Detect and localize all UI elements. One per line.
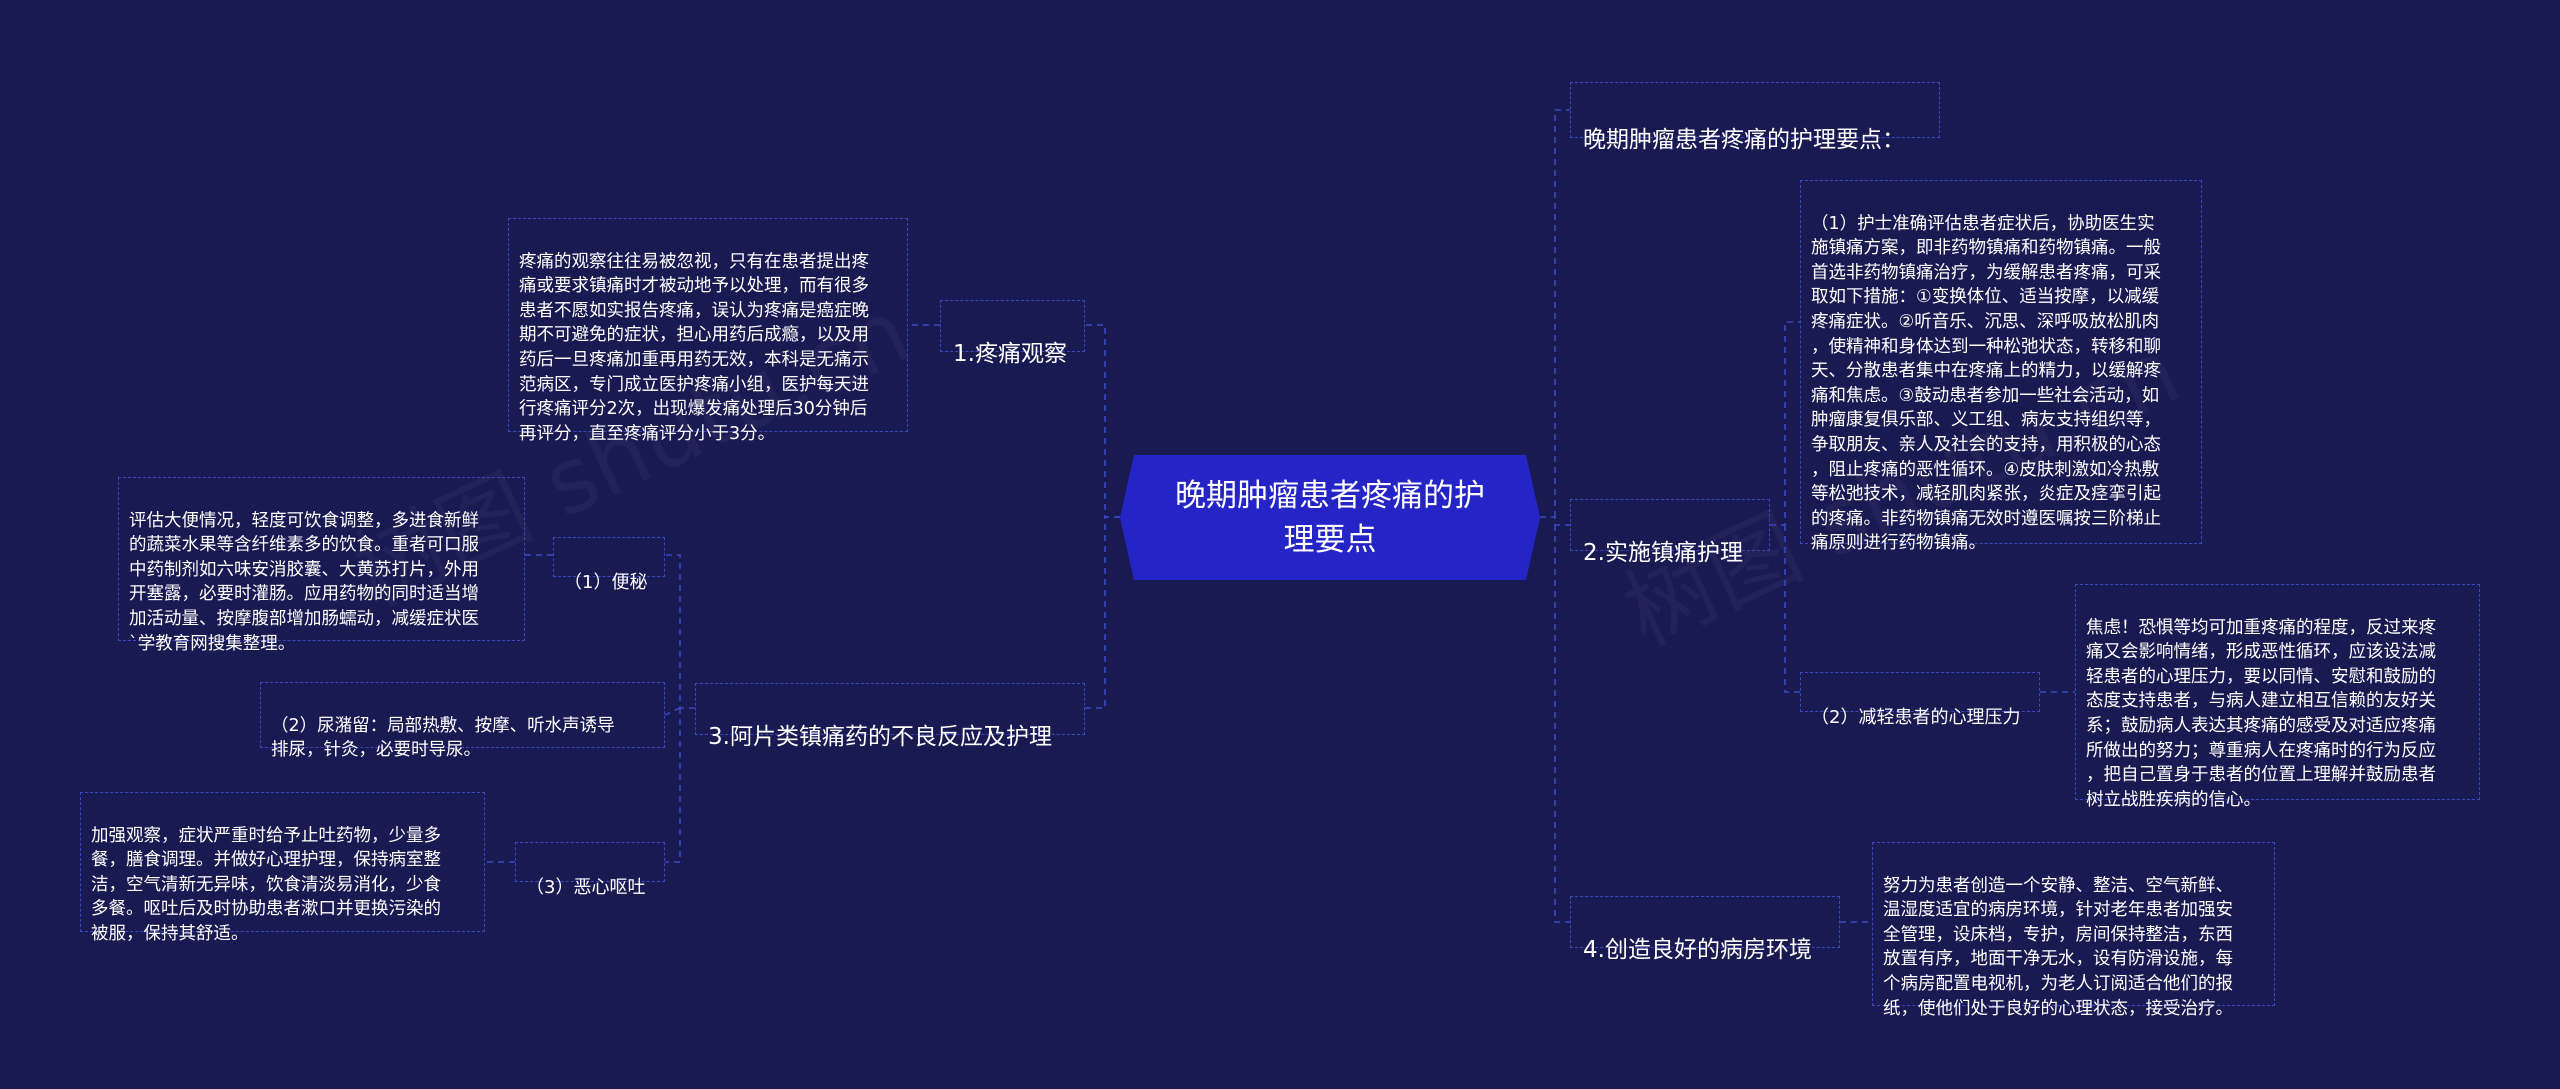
leaf-text: 加强观察，症状严重时给予止吐药物，少量多 餐，膳食调理。并做好心理护理，保持病室…	[91, 825, 441, 944]
sub-constipation[interactable]: （1）便秘	[553, 537, 665, 593]
leaf-analgesic-measures[interactable]: （1）护士准确评估患者症状后，协助医生实 施镇痛方案，即非药物镇痛和药物镇痛。一…	[1800, 180, 2202, 553]
leaf-text: 疼痛的观察往往易被忽视，只有在患者提出疼 痛或要求镇痛时才被动地予以处理，而有很…	[519, 251, 869, 444]
sub-label: （3）恶心呕吐	[526, 877, 646, 898]
leaf-nausea-vomiting[interactable]: 加强观察，症状严重时给予止吐药物，少量多 餐，膳食调理。并做好心理护理，保持病室…	[80, 792, 485, 944]
leaf-pain-observation[interactable]: 疼痛的观察往往易被忽视，只有在患者提出疼 痛或要求镇痛时才被动地予以处理，而有很…	[508, 218, 908, 444]
sub-label: （1）便秘	[564, 572, 648, 593]
central-topic[interactable]: 晚期肿瘤患者疼痛的护理要点	[1120, 455, 1540, 580]
leaf-constipation[interactable]: 评估大便情况，轻度可饮食调整，多进食新鲜 的蔬菜水果等含纤维素多的饮食。重者可口…	[118, 477, 525, 654]
leaf-text: 焦虑！恐惧等均可加重疼痛的程度，反过来疼 痛又会影响情绪，形成恶性循环，应该设法…	[2086, 617, 2436, 810]
branch-label: 3.阿片类镇痛药的不良反应及护理	[708, 724, 1052, 750]
branch-label: 2.实施镇痛护理	[1583, 540, 1743, 566]
intro-node[interactable]: 晚期肿瘤患者疼痛的护理要点：	[1570, 82, 1940, 153]
branch-analgesic-care[interactable]: 2.实施镇痛护理	[1570, 499, 1770, 566]
leaf-text: （2）尿潴留：局部热敷、按摩、听水声诱导 排尿，针灸，必要时导尿。	[271, 715, 615, 761]
intro-label: 晚期肿瘤患者疼痛的护理要点：	[1583, 127, 1905, 153]
sub-nausea-vomiting[interactable]: （3）恶心呕吐	[515, 842, 665, 898]
sub-psychological-pressure[interactable]: （2）减轻患者的心理压力	[1800, 672, 2040, 728]
branch-label: 1.疼痛观察	[953, 341, 1067, 367]
leaf-text: （1）护士准确评估患者症状后，协助医生实 施镇痛方案，即非药物镇痛和药物镇痛。一…	[1811, 213, 2161, 554]
leaf-text: 努力为患者创造一个安静、整洁、空气新鲜、 温湿度适宜的病房环境，针对老年患者加强…	[1883, 875, 2233, 1019]
leaf-ward-environment[interactable]: 努力为患者创造一个安静、整洁、空气新鲜、 温湿度适宜的病房环境，针对老年患者加强…	[1872, 842, 2275, 1019]
sub-label: （2）减轻患者的心理压力	[1811, 707, 2021, 728]
leaf-psychological-pressure[interactable]: 焦虑！恐惧等均可加重疼痛的程度，反过来疼 痛又会影响情绪，形成恶性循环，应该设法…	[2075, 584, 2480, 810]
branch-label: 4.创造良好的病房环境	[1583, 937, 1812, 963]
branch-ward-environment[interactable]: 4.创造良好的病房环境	[1570, 896, 1840, 963]
branch-opioid-side-effects[interactable]: 3.阿片类镇痛药的不良反应及护理	[695, 683, 1085, 750]
central-topic-label: 晚期肿瘤患者疼痛的护理要点	[1175, 477, 1485, 558]
branch-pain-observation[interactable]: 1.疼痛观察	[940, 300, 1085, 367]
leaf-urinary-retention[interactable]: （2）尿潴留：局部热敷、按摩、听水声诱导 排尿，针灸，必要时导尿。	[260, 682, 665, 760]
leaf-text: 评估大便情况，轻度可饮食调整，多进食新鲜 的蔬菜水果等含纤维素多的饮食。重者可口…	[129, 510, 479, 654]
